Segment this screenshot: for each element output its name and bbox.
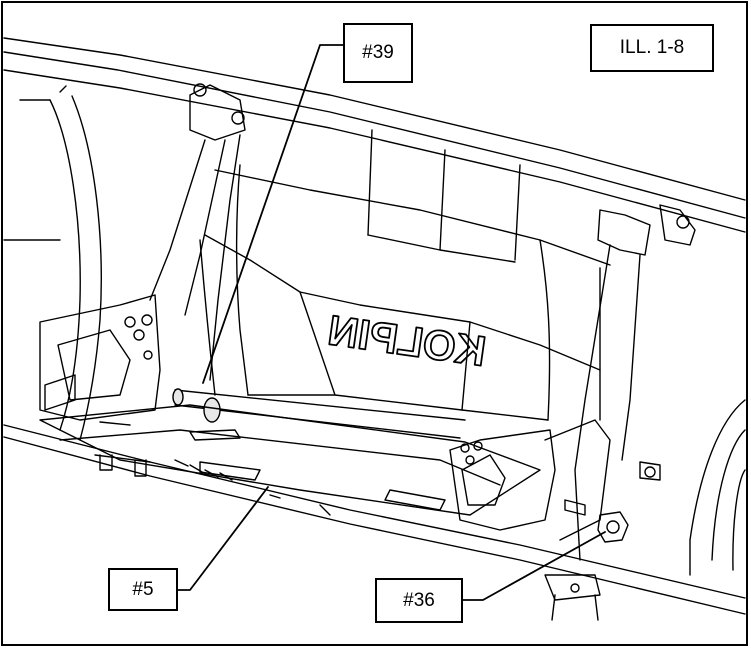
right-bracket [193, 83, 696, 621]
plow-blade [3, 37, 746, 615]
callout-39: #39 [343, 23, 413, 83]
left-bracket [39, 84, 246, 421]
illustration-label-text: ILL. 1-8 [619, 37, 685, 58]
center-panel [199, 129, 611, 421]
callout-36-label: #36 [403, 589, 435, 611]
leader-36 [461, 531, 606, 601]
illustration-label: ILL. 1-8 [590, 24, 714, 72]
callout-5: #5 [108, 568, 178, 611]
leader-5 [177, 486, 269, 591]
bottom-left-fasteners [59, 85, 147, 477]
leader-lines [177, 44, 606, 601]
callout-39-label: #39 [362, 42, 394, 63]
leader-39 [202, 44, 344, 384]
callout-36: #36 [375, 578, 463, 623]
callout-5-label: #5 [132, 578, 154, 600]
base-plate [39, 404, 541, 516]
